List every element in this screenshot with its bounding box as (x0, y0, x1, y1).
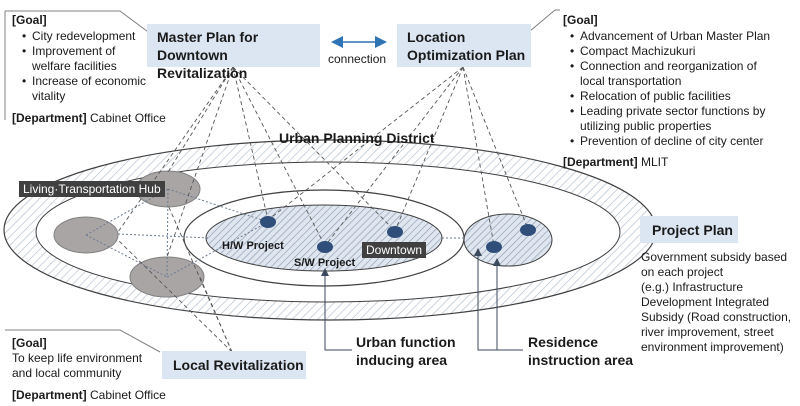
bottom-goal-department: [Department] Cabinet Office (12, 388, 166, 402)
project-plan-description: Government subsidy based on each project… (641, 250, 791, 355)
downtown-tag: Downtown (362, 242, 427, 258)
bottom-goal-line1: To keep life environment (12, 351, 143, 365)
local-revitalization-box: Local Revitalization (162, 351, 306, 379)
urban-function-arrow (321, 268, 352, 351)
location-plan-line2: Optimization Plan (407, 47, 526, 63)
project-plan-line: Subsidy (Road construction, (641, 310, 792, 324)
location-plan-line1: Location (407, 29, 466, 45)
residence-zone (463, 213, 553, 267)
master-plan-line2: Downtown Revitalization (157, 47, 248, 81)
location-plan-box: Location Optimization Plan (397, 24, 531, 67)
plan-dashed-lines (117, 66, 529, 353)
project-plan-line: environment improvement) (641, 340, 784, 354)
hw-project-dot (260, 216, 276, 228)
bottom-goal-callout (5, 329, 161, 353)
residence-dot-right (520, 224, 536, 236)
residence-arrow-left (474, 248, 523, 351)
project-plan-box: Project Plan (640, 216, 738, 243)
right-goal-department: [Department] MLIT (563, 155, 669, 169)
residence-dot-left (486, 241, 502, 253)
bottom-goal-line2: and local community (12, 366, 122, 380)
right-goal-item: Compact Machizukuri (570, 44, 770, 59)
network-lines (85, 188, 466, 278)
right-goal-item: Leading private sector functions byutili… (570, 104, 770, 134)
project-plan-line: Development Integrated (641, 295, 770, 309)
right-goal-list: Advancement of Urban Master Plan Compact… (570, 29, 770, 149)
sw-project-dot (317, 241, 333, 253)
left-goal-list: City redevelopment Improvement ofwelfare… (22, 29, 146, 104)
sw-project-label: S/W Project (294, 257, 356, 269)
left-goal-department: [Department] Cabinet Office (12, 111, 166, 125)
local-revitalization-title: Local Revitalization (173, 357, 304, 373)
project-plan-line: river improvement, street (641, 325, 774, 339)
master-plan-box: Master Plan for Downtown Revitalization (147, 24, 320, 81)
left-goal-item: City redevelopment (22, 29, 146, 44)
project-plan-line: on each project (641, 265, 724, 279)
hw-project-label: H/W Project (222, 240, 284, 252)
living-hub-tag: Living·Transportation Hub (19, 181, 165, 197)
master-plan-line1: Master Plan for (157, 29, 259, 45)
connection-label: connection (328, 52, 387, 66)
urban-function-label: Urban function inducing area (356, 334, 456, 368)
downtown-dot (387, 226, 403, 238)
project-plan-line: (e.g.) Infrastructure (641, 280, 744, 294)
right-goal-item: Advancement of Urban Master Plan (570, 29, 770, 44)
right-goal-callout (522, 9, 560, 38)
right-goal-item: Relocation of public facilities (570, 89, 770, 104)
project-plan-title: Project Plan (652, 222, 733, 238)
urban-planning-district-label: Urban Planning District (279, 130, 435, 146)
right-goal-heading: [Goal] (563, 13, 598, 27)
residence-label: Residence instruction area (528, 334, 634, 368)
left-goal-heading: [Goal] (12, 13, 47, 27)
right-goal-item: Prevention of decline of city center (570, 134, 770, 149)
project-plan-line: Government subsidy based (641, 250, 788, 264)
bottom-goal-heading: [Goal] (12, 336, 47, 350)
